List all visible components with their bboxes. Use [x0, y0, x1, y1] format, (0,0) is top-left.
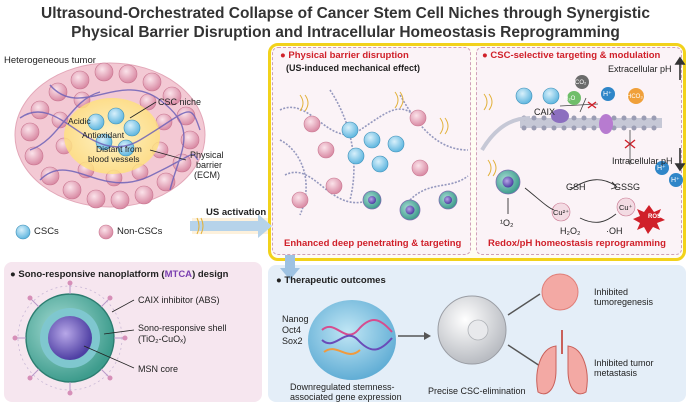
antioxidant-label: Antioxidant [82, 130, 125, 140]
transporter [599, 114, 613, 134]
elimination-label: Precise CSC-elimination [428, 386, 526, 396]
downregulated-label-1: Downregulated stemness- [290, 382, 395, 392]
caix-inhibitor-label: CAIX inhibitor (ABS) [138, 295, 220, 305]
mtca-nanoparticle [12, 280, 135, 396]
legend-noncscs-label: Non-CSCs [117, 226, 163, 237]
downregulated-label-2: associated gene expression [290, 392, 402, 402]
ros-burst [633, 205, 665, 234]
h-plus-label-3: H⁺ [671, 177, 680, 184]
oh-label: ·OH [606, 226, 623, 236]
barrier-label-1: Physical [190, 150, 224, 160]
membrane [480, 97, 662, 165]
gene-nanog: Nanog [282, 314, 309, 324]
outcome-graphics [308, 273, 588, 395]
h2o-label: H₂O [564, 96, 576, 102]
hco3-label: HCO₃⁻ [627, 94, 646, 100]
h2o2-label: H₂O₂ [560, 226, 581, 236]
gsh-label: GSH [566, 182, 586, 192]
gssg-label: GSSG [614, 182, 641, 192]
physical-nanoparticles [362, 190, 458, 221]
barrier-label-2: barrier [196, 160, 223, 170]
physical-heading: ● Physical barrier disruption [280, 50, 409, 61]
metastasis-label-2: metastasis [594, 368, 638, 378]
caix-label: CAIX [534, 107, 556, 117]
outcomes-heading: ● Therapeutic outcomes [276, 275, 386, 286]
figure-title-line2: Physical Barrier Disruption and Intracel… [71, 24, 620, 41]
distant-label-2: blood vessels [88, 154, 140, 164]
csc-heading: ● CSC-selective targeting & modulation [482, 50, 661, 61]
gene-oct4: Oct4 [282, 325, 302, 335]
platform-heading-post: ) design [192, 269, 229, 280]
legend-noncsc-icon [98, 224, 114, 240]
h-plus-label-2: H⁺ [657, 165, 666, 172]
csc-heading-text: CSC-selective targeting & modulation [490, 50, 661, 61]
tumor-heading: Heterogeneous tumor [4, 55, 96, 66]
us-activation-arrow [190, 214, 272, 238]
redox-arrows [507, 179, 618, 223]
molecules [567, 75, 683, 187]
caix-enzyme [551, 109, 569, 123]
ph-arrows [674, 56, 686, 172]
us-waves-targeting [483, 93, 497, 177]
cu1-label: Cu⁺ [619, 203, 633, 212]
csc-cells-targeting [495, 87, 665, 234]
physical-barrier-subpanel [272, 47, 471, 255]
cu2-label: Cu²⁺ [553, 208, 570, 217]
legend-cscs-label: CSCs [34, 226, 59, 237]
metastasis-label-1: Inhibited tumor [594, 358, 654, 368]
msn-core-label: MSN core [138, 364, 179, 374]
ros-label: ROS [648, 214, 662, 220]
legend-csc-icon [15, 224, 31, 240]
intracellular-ph-label: Intracellular pH [612, 156, 673, 166]
shell-label-1: Sono-responsive shell [138, 323, 227, 333]
tumorigenesis-label-1: Inhibited [594, 287, 629, 297]
physical-caption: Enhanced deep penetrating & targeting [284, 238, 462, 249]
csc-caption: Redox/pH homeostasis reprogramming [488, 238, 666, 249]
shell-label-2: (TiO₂-CuOₓ) [138, 334, 187, 344]
us-waves-physical [299, 91, 449, 135]
platform-heading: ● Sono-responsive nanoplatform (MTCA) de… [10, 269, 229, 280]
csc-niche-label: CSC niche [158, 97, 202, 107]
singlet-o2-label: ¹O₂ [500, 218, 514, 228]
platform-heading-mtca: MTCA [164, 269, 193, 280]
physical-cells [291, 109, 429, 209]
us-activation-label: US activation [206, 207, 267, 218]
h-plus-label-1: H⁺ [603, 91, 612, 98]
platform-heading-pre: Sono-responsive nanoplatform ( [18, 269, 165, 280]
figure-title-line1: Ultrasound-Orchestrated Collapse of Canc… [41, 5, 650, 22]
tumorigenesis-label-2: tumoregenesis [594, 297, 654, 307]
physical-heading-text: Physical barrier disruption [288, 50, 409, 61]
co2-label: CO₂ [575, 80, 587, 86]
gene-sox2: Sox2 [282, 336, 303, 346]
tumor-illustration [14, 62, 206, 210]
acidic-label: Acidic [68, 116, 91, 126]
physical-subheading: (US-induced mechanical effect) [286, 63, 421, 73]
barrier-label-3: (ECM) [194, 170, 220, 180]
outcomes-heading-text: Therapeutic outcomes [284, 275, 386, 286]
distant-label-1: Distant from [96, 144, 142, 154]
extracellular-ph-label: Extracellular pH [608, 64, 672, 74]
